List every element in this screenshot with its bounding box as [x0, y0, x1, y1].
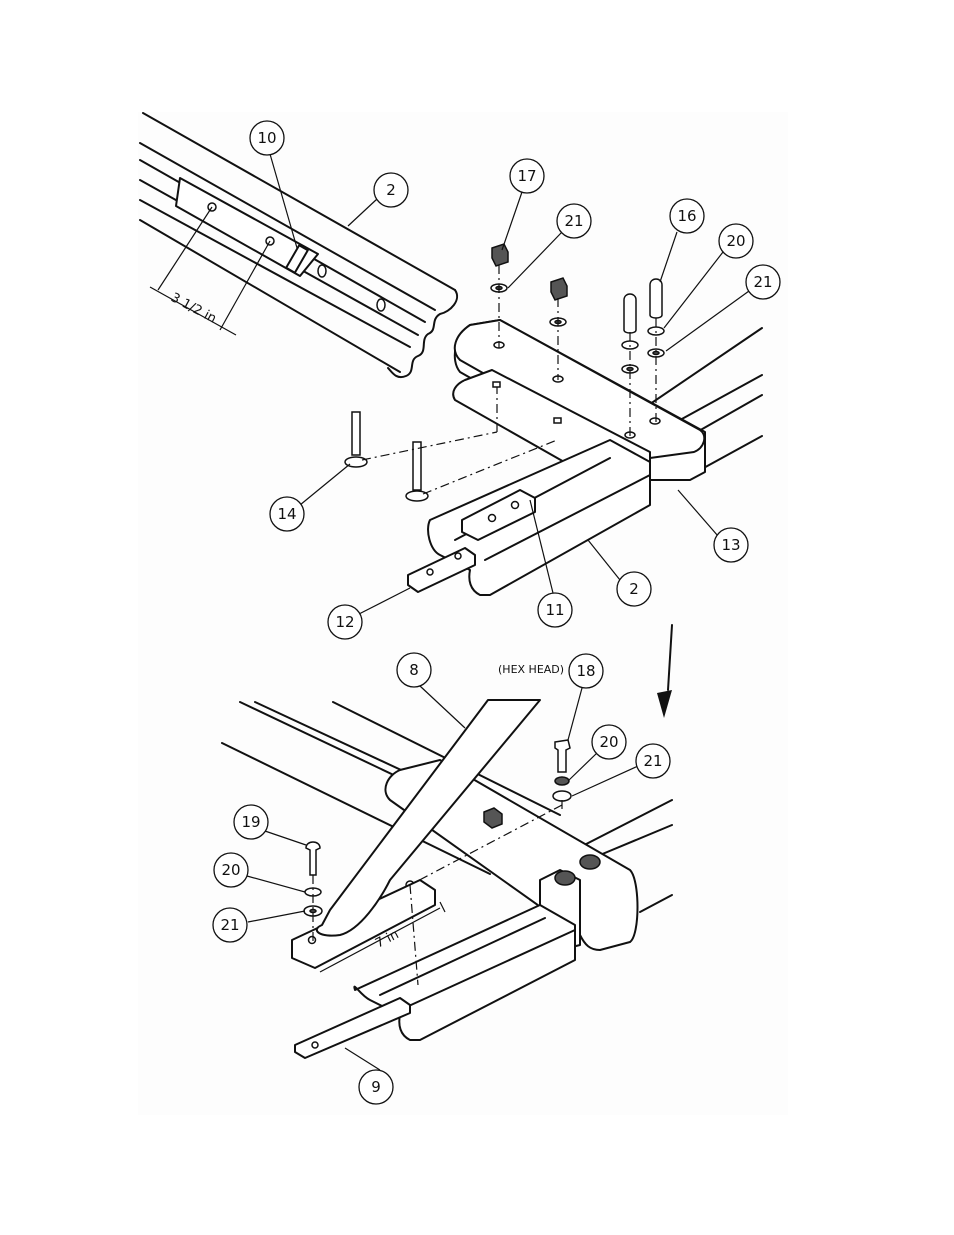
svg-text:21: 21 — [220, 916, 239, 934]
callout-2-lower: 2 — [616, 571, 652, 607]
callout-11: 11 — [537, 592, 573, 628]
callout-19: 19 — [233, 804, 269, 840]
svg-text:11: 11 — [545, 601, 564, 619]
svg-text:8: 8 — [409, 661, 419, 679]
svg-text:20: 20 — [599, 733, 618, 751]
callout-13: 13 — [713, 527, 749, 563]
svg-text:9: 9 — [371, 1078, 381, 1096]
svg-text:12: 12 — [335, 613, 354, 631]
svg-text:20: 20 — [221, 861, 240, 879]
svg-text:18: 18 — [576, 662, 595, 680]
svg-text:19: 19 — [241, 813, 260, 831]
callout-17: 17 — [509, 158, 545, 194]
leader-lines — [246, 153, 750, 1071]
svg-text:2: 2 — [386, 181, 396, 199]
callout-21-a: 21 — [556, 203, 592, 239]
callout-20-c: 20 — [213, 852, 249, 888]
corner-assembly-upper — [344, 243, 763, 596]
callout-10: 10 — [249, 120, 285, 156]
svg-text:21: 21 — [643, 752, 662, 770]
callout-8: 8 — [396, 652, 432, 688]
svg-text:10: 10 — [257, 129, 276, 147]
corner-assembly-lower: 7 in — [221, 699, 673, 1059]
callout-21-c: 21 — [635, 743, 671, 779]
callout-21-b: 21 — [745, 264, 781, 300]
callout-20-b: 20 — [591, 724, 627, 760]
svg-text:14: 14 — [277, 505, 296, 523]
callout-18: 18 — [568, 653, 604, 689]
callout-14: 14 — [269, 496, 305, 532]
svg-text:20: 20 — [726, 232, 745, 250]
svg-text:16: 16 — [677, 207, 696, 225]
callout-2-upper: 2 — [373, 172, 409, 208]
svg-text:21: 21 — [753, 273, 772, 291]
svg-text:13: 13 — [721, 536, 740, 554]
callout-12: 12 — [327, 604, 363, 640]
svg-text:2: 2 — [629, 580, 639, 598]
callout-16: 16 — [669, 198, 705, 234]
svg-text:17: 17 — [517, 167, 536, 185]
svg-text:21: 21 — [564, 212, 583, 230]
callout-20-a: 20 — [718, 223, 754, 259]
callout-9: 9 — [358, 1069, 394, 1105]
hex-head-note: (HEX HEAD) — [498, 663, 564, 676]
callout-21-d: 21 — [212, 907, 248, 943]
direction-arrow — [657, 624, 673, 718]
